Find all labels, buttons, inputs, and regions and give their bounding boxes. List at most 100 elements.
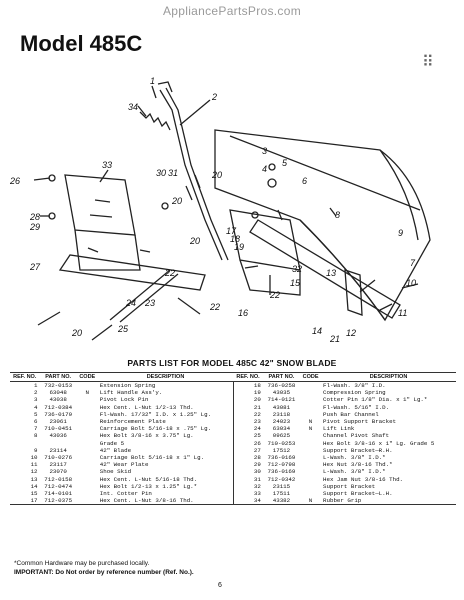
cell-ref: 20 xyxy=(232,396,263,404)
table-row: 10 710-0276 Carriage Bolt 5/16-18 x 1" Lg.… xyxy=(10,454,456,462)
cell-desc: Fl-Wash. 17/32" I.D. x 1.25" Lg. xyxy=(99,410,212,418)
cell-part: 710-0276 xyxy=(44,454,73,462)
callout-label: 1 xyxy=(150,76,155,86)
callout-label: 15 xyxy=(290,278,301,288)
cell-code xyxy=(77,476,98,483)
cell-desc: Push Bar Channel xyxy=(323,410,379,418)
cell-ref: 14 xyxy=(30,482,38,490)
cell-ref: 23 xyxy=(232,418,263,426)
cell-part: 736-0169 xyxy=(267,454,296,462)
cell-part: 23061 xyxy=(49,418,67,426)
cell-ref: 25 xyxy=(232,432,263,440)
cell-code xyxy=(300,389,321,396)
cell-code xyxy=(300,447,321,454)
cell-desc: Channel Pivot Shaft xyxy=(323,432,390,440)
cell-part: 23114 xyxy=(49,446,67,454)
callout-label: 20 xyxy=(211,170,222,180)
cell-desc: Grade 5 xyxy=(99,439,125,447)
cell-ref: 6 xyxy=(34,418,38,426)
cell-desc: Carriage Bolt 5/16-18 x .75" Lg. xyxy=(99,425,212,433)
cell-code xyxy=(300,396,321,403)
callout-label: 34 xyxy=(128,102,138,112)
cell-ref: 11 xyxy=(30,461,38,469)
column-header: CODE xyxy=(76,372,98,382)
cell-desc: Extension Spring xyxy=(99,382,156,389)
cell-desc: 42" Wear Plate xyxy=(99,461,149,469)
cell-ref: 29 xyxy=(232,461,263,469)
cell-desc: Rubber Grip xyxy=(321,497,456,506)
cell-ref: 5 xyxy=(34,410,38,418)
cell-code: N xyxy=(308,418,313,426)
cell-ref: 13 xyxy=(30,475,38,483)
cell-part: 23070 xyxy=(49,468,67,476)
footnote-important: IMPORTANT: Do Not order by reference num… xyxy=(14,569,194,576)
cell-part: 712-0375 xyxy=(39,497,77,506)
cell-desc: Lift Handle Ass'y. xyxy=(99,389,163,397)
cell-ref: 21 xyxy=(232,403,263,411)
cell-desc: Int. Cotter Pin xyxy=(99,490,152,498)
callout-label: 13 xyxy=(326,268,336,278)
cell-part xyxy=(40,440,77,447)
cell-desc: Hex Bolt 1/2-13 x 1.25" Lg.* xyxy=(99,482,198,490)
cell-desc: Pivot Lock Pin xyxy=(99,396,149,404)
cell-ref: 10 xyxy=(30,454,38,462)
cell-ref: 32 xyxy=(232,482,263,491)
callout-label: 27 xyxy=(29,262,41,272)
cell-ref: 17 xyxy=(10,497,40,506)
cell-part: 23118 xyxy=(272,410,291,418)
cell-code xyxy=(77,382,98,390)
cell-part: 17512 xyxy=(272,446,291,454)
cell-part: 714-0101 xyxy=(44,490,73,498)
cell-code xyxy=(300,468,321,475)
footnote-common-hardware: *Common Hardware may be purchased locall… xyxy=(14,560,150,567)
cell-ref: 19 xyxy=(232,389,263,397)
cell-part: 736-0179 xyxy=(44,410,73,418)
site-watermark: AppliancePartsPros.com xyxy=(163,4,301,18)
callout-label: 33 xyxy=(102,160,112,170)
cell-code xyxy=(300,483,321,490)
cell-part: 732-0153 xyxy=(44,382,73,389)
callout-label: 26 xyxy=(9,176,20,186)
cell-code xyxy=(300,454,321,461)
cell-desc: Carriage Bolt 5/16-18 x 1" Lg. xyxy=(99,454,205,462)
cell-desc: 42" Blade xyxy=(99,446,132,454)
cell-part: 43038 xyxy=(49,396,67,404)
cell-desc: Shoe Skid xyxy=(99,468,132,476)
cell-desc: Support Bracket—L.H. xyxy=(323,490,393,498)
cell-desc: Fl-Wash. 5/16" I.D. xyxy=(323,403,390,411)
callout-label: 4 xyxy=(262,164,267,174)
column-header: DESCRIPTION xyxy=(321,372,456,382)
corner-mark: ⠿ xyxy=(422,54,434,71)
cell-ref: 7 xyxy=(34,425,38,433)
cell-ref: 27 xyxy=(232,446,263,455)
parts-table: REF. NO. PART NO. CODE DESCRIPTION REF. … xyxy=(10,372,456,506)
cell-ref: 24 xyxy=(232,425,263,433)
cell-ref: 4 xyxy=(34,403,38,411)
cell-part: 43035 xyxy=(272,389,291,397)
callout-label: 17 xyxy=(226,226,237,236)
cell-ref xyxy=(10,440,40,447)
cell-code xyxy=(300,432,321,439)
cell-desc: Hex Cent. L-Nut 3/8-16 Thd. xyxy=(97,497,234,506)
cell-part: 710-0451 xyxy=(44,425,73,433)
callout-label: 10 xyxy=(406,278,416,288)
column-header: DESCRIPTION xyxy=(97,372,234,382)
callout-label: 8 xyxy=(335,210,340,220)
cell-code xyxy=(77,483,98,490)
callout-label: 20 xyxy=(71,328,82,338)
table-row: 7 710-0451 Carriage Bolt 5/16-18 x .75" Lg… xyxy=(10,425,456,433)
cell-code: N xyxy=(300,497,322,506)
callout-label: 9 xyxy=(398,228,403,238)
cell-code xyxy=(77,418,98,425)
callout-label: 20 xyxy=(171,196,182,206)
cell-ref: 2 xyxy=(34,389,38,397)
cell-code xyxy=(77,454,98,461)
cell-code xyxy=(300,490,321,497)
cell-part: 712-0798 xyxy=(267,461,296,469)
